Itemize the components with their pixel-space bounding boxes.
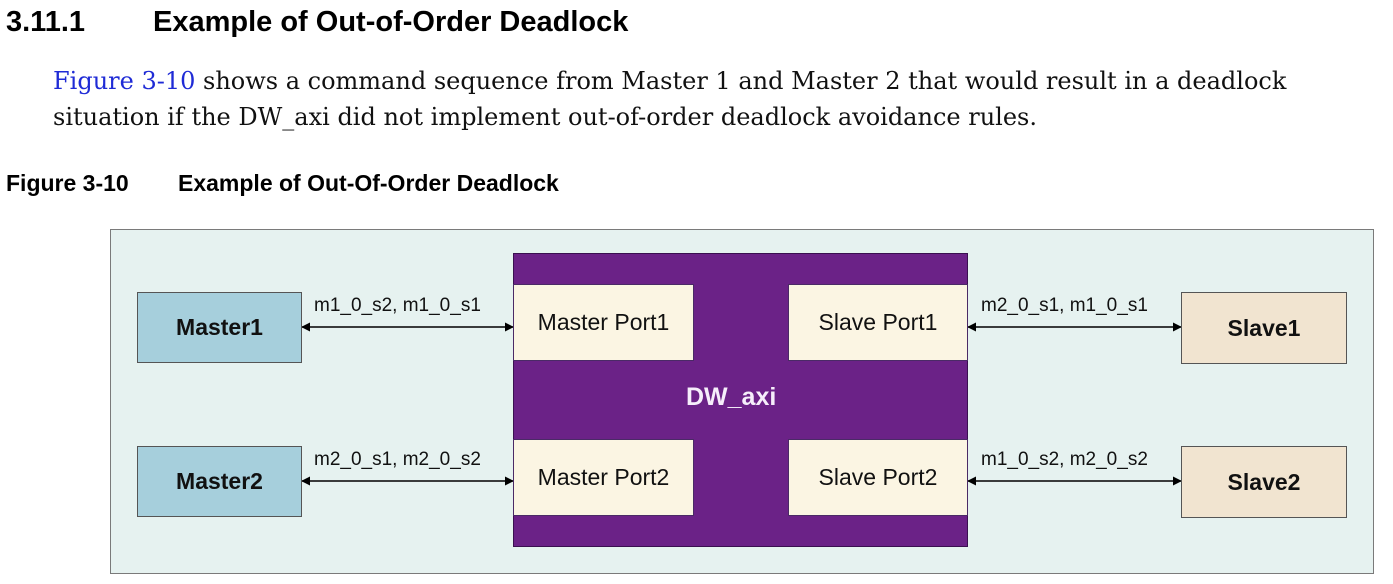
master-port1-box: Master Port1 (513, 284, 694, 361)
master2-box: Master2 (137, 446, 302, 517)
section-title: Example of Out-of-Order Deadlock (153, 6, 629, 38)
dw-axi-label: DW_axi (686, 383, 777, 411)
slave1-link-label: m2_0_s1, m1_0_s1 (981, 295, 1148, 316)
master1-link-label: m1_0_s2, m1_0_s1 (314, 295, 481, 316)
body-paragraph: Figure 3-10 shows a command sequence fro… (53, 63, 1393, 135)
slave1-box: Slave1 (1181, 292, 1347, 364)
figure-number: Figure 3-10 (6, 170, 129, 196)
master2-link-label: m2_0_s1, m2_0_s2 (314, 449, 481, 470)
slave-port2-box: Slave Port2 (788, 439, 968, 516)
figure-link[interactable]: Figure 3-10 (53, 67, 196, 95)
master-port2-box: Master Port2 (513, 439, 694, 516)
master1-box: Master1 (137, 292, 302, 363)
deadlock-diagram: Master1 Master2 DW_axi Master Port1 Mast… (110, 229, 1374, 574)
section-number: 3.11.1 (6, 6, 86, 38)
figure-caption: Figure 3-10 Example of Out-Of-Order Deadl… (6, 170, 559, 197)
paragraph-text: shows a command sequence from Master 1 a… (53, 67, 1287, 131)
slave2-link-label: m1_0_s2, m2_0_s2 (981, 449, 1148, 470)
figure-title: Example of Out-Of-Order Deadlock (178, 170, 559, 196)
slave2-box: Slave2 (1181, 446, 1347, 518)
slave-port1-box: Slave Port1 (788, 284, 968, 361)
section-heading: 3.11.1 Example of Out-of-Order Deadlock (6, 6, 628, 39)
